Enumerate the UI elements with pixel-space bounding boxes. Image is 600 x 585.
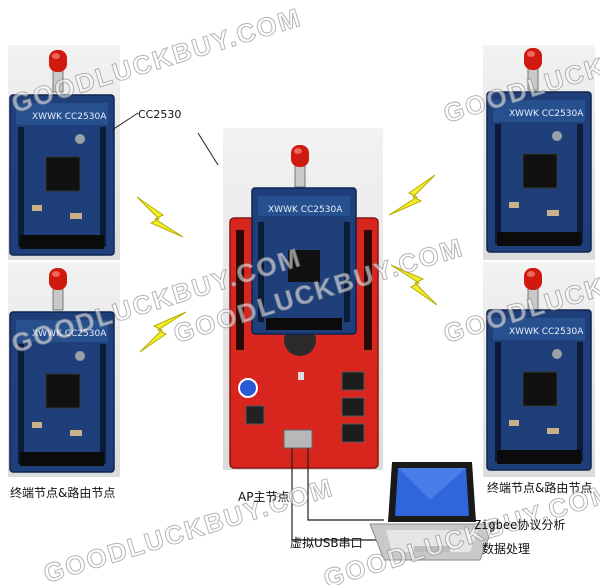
wireless-bolt-left-top <box>136 196 184 238</box>
chip-label: CC2530 <box>138 108 182 121</box>
end-node-module-left-bottom <box>9 267 115 473</box>
end-node-label-left: 终端节点&路由节点 <box>10 486 116 500</box>
wireless-bolt-right-top <box>388 174 436 216</box>
laptop-icon <box>369 462 495 561</box>
usb-label: 虚拟USB串口 <box>290 536 363 550</box>
chip-pointer-right <box>197 132 219 166</box>
ap-module: XWWK CC2530A <box>251 187 357 335</box>
analysis-label-line2: 数据处理 <box>482 542 531 556</box>
ap-antenna <box>290 144 310 188</box>
ap-module-silk-text: XWWK CC2530A <box>268 205 343 215</box>
chip-pointer-left <box>111 112 139 131</box>
analysis-label-line1: Zigbee协议分析 <box>474 518 566 532</box>
end-node-label-right: 终端节点&路由节点 <box>487 481 593 495</box>
usb-cable-lines <box>291 448 386 541</box>
ap-node-label: AP主节点 <box>238 490 290 504</box>
